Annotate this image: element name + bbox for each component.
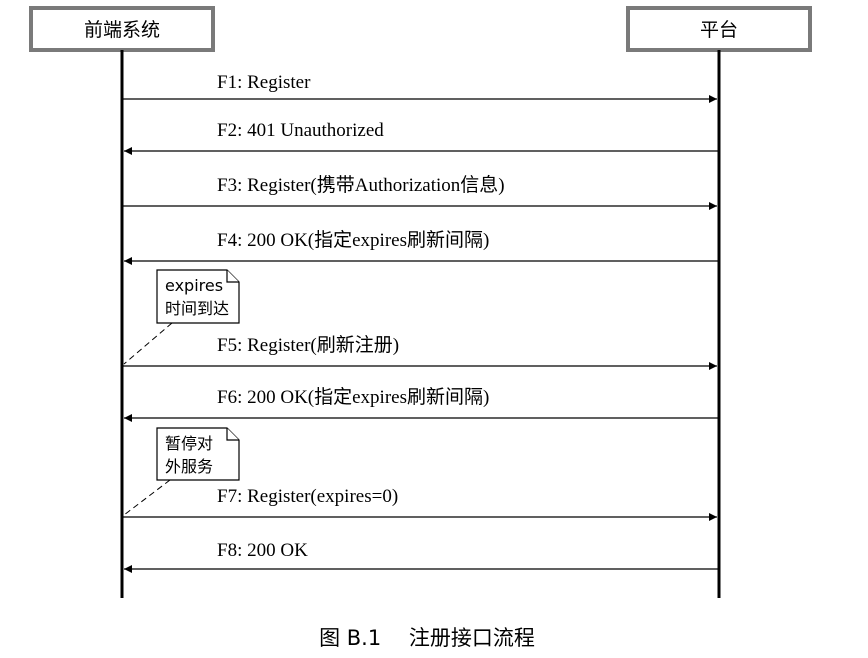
message-f5: F5: Register(刷新注册): [122, 334, 717, 370]
message-f3-label: F3: Register(携带Authorization信息): [217, 174, 505, 196]
message-f6-label: F6: 200 OK(指定expires刷新间隔): [217, 386, 489, 408]
message-f3: F3: Register(携带Authorization信息): [122, 174, 717, 210]
message-f2-label: F2: 401 Unauthorized: [217, 120, 384, 141]
participant-frontend: 前端系统: [29, 6, 215, 52]
message-f7: F7: Register(expires=0): [122, 486, 717, 521]
note-expires-reached: expires 时间到达: [123, 269, 240, 365]
message-f8: F8: 200 OK: [124, 540, 719, 573]
message-f7-label: F7: Register(expires=0): [217, 486, 398, 507]
note-suspend-service-body: [156, 427, 240, 481]
figure-caption: 图 B.1 注册接口流程: [319, 626, 535, 650]
message-f1-label: F1: Register: [217, 72, 311, 93]
participant-platform-label: 平台: [700, 19, 738, 41]
note-suspend-service-connector: [123, 479, 171, 516]
message-f4-label: F4: 200 OK(指定expires刷新间隔): [217, 229, 489, 251]
note-suspend-service-line1: 暂停对: [165, 434, 213, 453]
note-suspend-service: 暂停对 外服务: [123, 427, 240, 516]
note-expires-reached-fold: [226, 270, 239, 283]
note-expires-reached-line2: 时间到达: [165, 299, 229, 318]
participant-frontend-label: 前端系统: [84, 19, 160, 41]
note-suspend-service-line2: 外服务: [165, 457, 213, 476]
message-f6: F6: 200 OK(指定expires刷新间隔): [124, 386, 719, 422]
note-expires-reached-line1: expires: [165, 276, 223, 295]
message-f2: F2: 401 Unauthorized: [124, 120, 719, 155]
note-expires-reached-connector: [123, 322, 173, 365]
note-expires-reached-body: [156, 269, 240, 324]
note-suspend-service-fold: [226, 428, 239, 441]
message-f8-label: F8: 200 OK: [217, 540, 308, 561]
participant-platform: 平台: [626, 6, 812, 52]
message-f1: F1: Register: [122, 72, 717, 103]
message-f4: F4: 200 OK(指定expires刷新间隔): [124, 229, 719, 265]
message-f5-label: F5: Register(刷新注册): [217, 334, 399, 356]
